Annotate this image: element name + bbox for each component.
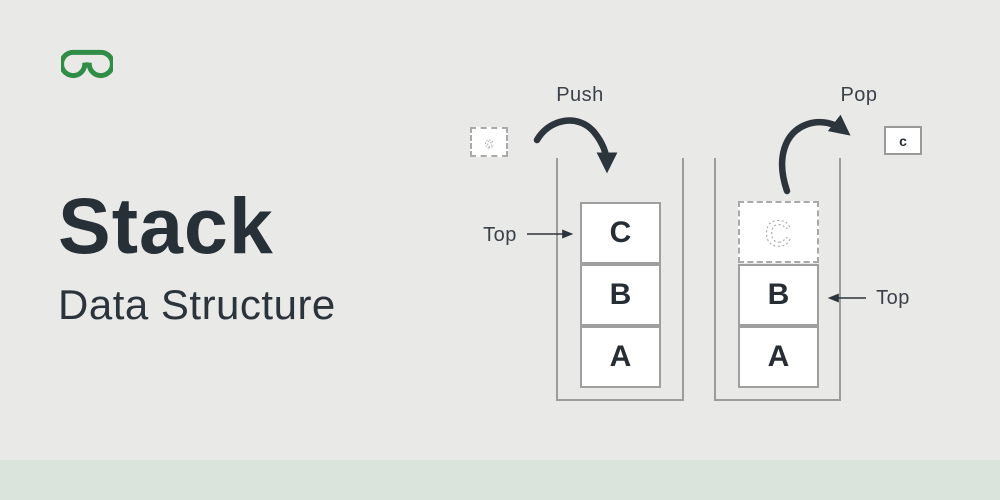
dotted-letter-icon: C (764, 212, 791, 254)
push-stack-item-a: A (580, 326, 661, 388)
pop-ghost-item-box: C (738, 201, 819, 263)
page-subtitle: Data Structure (58, 281, 336, 328)
pop-removed-item-box: c (884, 126, 922, 155)
geeksforgeeks-logo-icon (61, 49, 113, 79)
pop-removed-item-letter: c (899, 132, 907, 149)
push-incoming-item-letter: c (485, 135, 493, 152)
dotted-letter-icon: c (484, 135, 493, 153)
push-stack-item-c: C (580, 202, 661, 264)
pop-stack-item-b: B (738, 264, 819, 326)
pop-stack-item-a: A (738, 326, 819, 388)
push-top-pointer-label: Top (483, 224, 517, 246)
footer-strip (0, 460, 1000, 500)
pop-top-pointer-label: Top (876, 287, 910, 309)
pop-stack-container (714, 158, 841, 401)
pop-ghost-item-letter: C (765, 213, 791, 254)
page-title: Stack (58, 181, 274, 270)
push-stack-item-b: B (580, 264, 661, 326)
push-action-label: Push (556, 84, 604, 106)
pop-action-label: Pop (840, 84, 878, 106)
push-stack-container (556, 158, 684, 401)
push-incoming-item-box: c (470, 127, 508, 157)
